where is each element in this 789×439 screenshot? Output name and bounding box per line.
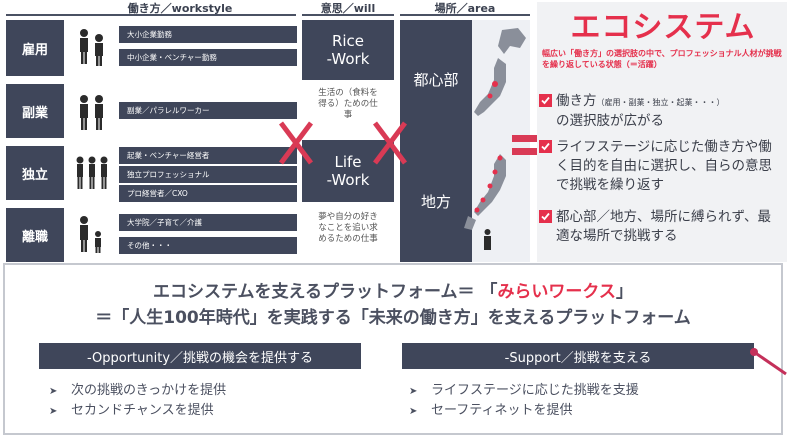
ecosystem-title: エコシステム [570,10,756,45]
bar-gradschool-childcare: 大学院／子育て／介護 [119,214,297,231]
area-bar [400,20,472,262]
opportunity-header: -Opportunity／挑戦の機会を提供する [39,343,361,369]
header-line-workstyle [6,14,296,16]
life-work-box: Life -Work [302,140,394,202]
arrow-icon: ➤ [49,386,58,397]
bullet-1-small: （雇用・副業・独立・起業・・・） [596,98,725,107]
header-workstyle: 働き方／workstyle [127,2,233,15]
check-box-icon [539,210,552,223]
bar-independent-pro: 独立プロフェッショナル [119,166,297,183]
check-box-icon [539,140,552,153]
bar-sme-venture: 中小企業・ベンチャー勤務 [119,49,297,66]
rice-work-desc: 生活の（食料を 得る）ための仕 事 [318,88,378,120]
category-independent: 独立 [6,146,64,200]
ecosystem-bullet-3: 都心部／地方、場所に縛られず、最適な場所で挑戦する [539,208,781,246]
bar-founder: 起業・ベンチャー経営者 [119,147,297,164]
region-rural: 地方 [420,192,451,211]
platform-line-2: ＝「人生100年時代」を実践する「未来の働き方」を支えるプラットフォーム [95,308,691,328]
arrow-icon: ➤ [49,406,58,417]
support-item-2-text: セーフティネットを提供 [431,403,573,418]
support-item-1: ➤ ライフステージに応じた挑戦を支援 [409,379,639,398]
ecosystem-panel [537,2,787,262]
equals-mark-icon [512,135,542,155]
ecosystem-subtitle: 幅広い「働き方」の選択肢の中で、プロフェッショナル人材が挑戦を繰り返している状態… [542,49,782,69]
rice-work-box: Rice -Work [302,20,394,80]
japan-map-icon [464,28,526,250]
category-employment: 雇用 [6,20,64,76]
connector-pointer-icon [750,348,787,376]
ecosystem-bullet-2: ライフステージに応じた働き方や働く目的を自由に選択し、自らの意思で挑戦を繰り返す [539,138,781,195]
check-box-icon [539,94,552,107]
header-line-will [302,14,394,16]
bullet-3-text: 都心部／地方、場所に縛られず、最適な場所で挑戦する [556,209,772,244]
category-leave: 離職 [6,208,64,262]
header-line-area [400,14,530,16]
opportunity-item-2: ➤ セカンドチャンスを提供 [49,399,214,418]
header-will: 意思／will [320,2,376,15]
support-item-1-text: ライフステージに応じた挑戦を支援 [431,383,639,398]
bar-other: その他・・・ [119,237,297,254]
category-side-job: 副業 [6,84,64,138]
opportunity-item-1: ➤ 次の挑戦のきっかけを提供 [49,379,226,398]
parent-child-icon [80,216,101,253]
bar-large-company: 大小企業勤務 [119,26,297,43]
bar-parallel-worker: 副業／パラレルワーカー [119,102,297,119]
platform-name: みらいワークス [497,282,616,302]
platform-line-1-suffix: 」 [615,282,633,302]
bar-pro-executive: プロ経営者／CXO [119,185,297,202]
support-item-2: ➤ セーフティネットを提供 [409,399,572,418]
region-urban: 都心部 [413,70,459,89]
bullet-1-main: 働き方 [556,93,597,109]
cross-mark-left-icon [279,121,313,165]
ecosystem-bullet-1: 働き方（雇用・副業・独立・起業・・・） の選択肢が広がる [539,92,781,131]
arrow-icon: ➤ [409,406,418,417]
platform-line-1: エコシステムを支えるプラットフォーム＝ 「みらいワークス」 [5,277,781,302]
support-header: -Support／挑戦を支える [402,343,754,369]
bullet-1-rest: の選択肢が広がる [556,113,664,129]
opportunity-item-2-text: セカンドチャンスを提供 [71,403,214,418]
arrow-icon: ➤ [409,386,418,397]
rice-work-title: Rice -Work [326,32,370,68]
opportunity-item-1-text: 次の挑戦のきっかけを提供 [71,383,227,398]
life-work-title: Life -Work [326,153,370,189]
platform-line-1-prefix: エコシステムを支えるプラットフォーム＝ 「 [153,282,498,302]
life-work-desc: 夢や自分の好き なことを追い求 めるための仕事 [318,212,378,244]
platform-section: エコシステムを支えるプラットフォーム＝ 「みらいワークス」 ＝「人生100年時代… [3,263,783,435]
header-area: 場所／area [434,2,496,15]
cross-mark-right-icon [373,121,407,165]
worker-pair-icon [80,95,103,130]
business-people-icon [80,29,103,66]
team-icon [76,156,108,189]
bullet-2-text: ライフステージに応じた働き方や働く目的を自由に選択し、自らの意思で挑戦を繰り返す [556,139,772,193]
